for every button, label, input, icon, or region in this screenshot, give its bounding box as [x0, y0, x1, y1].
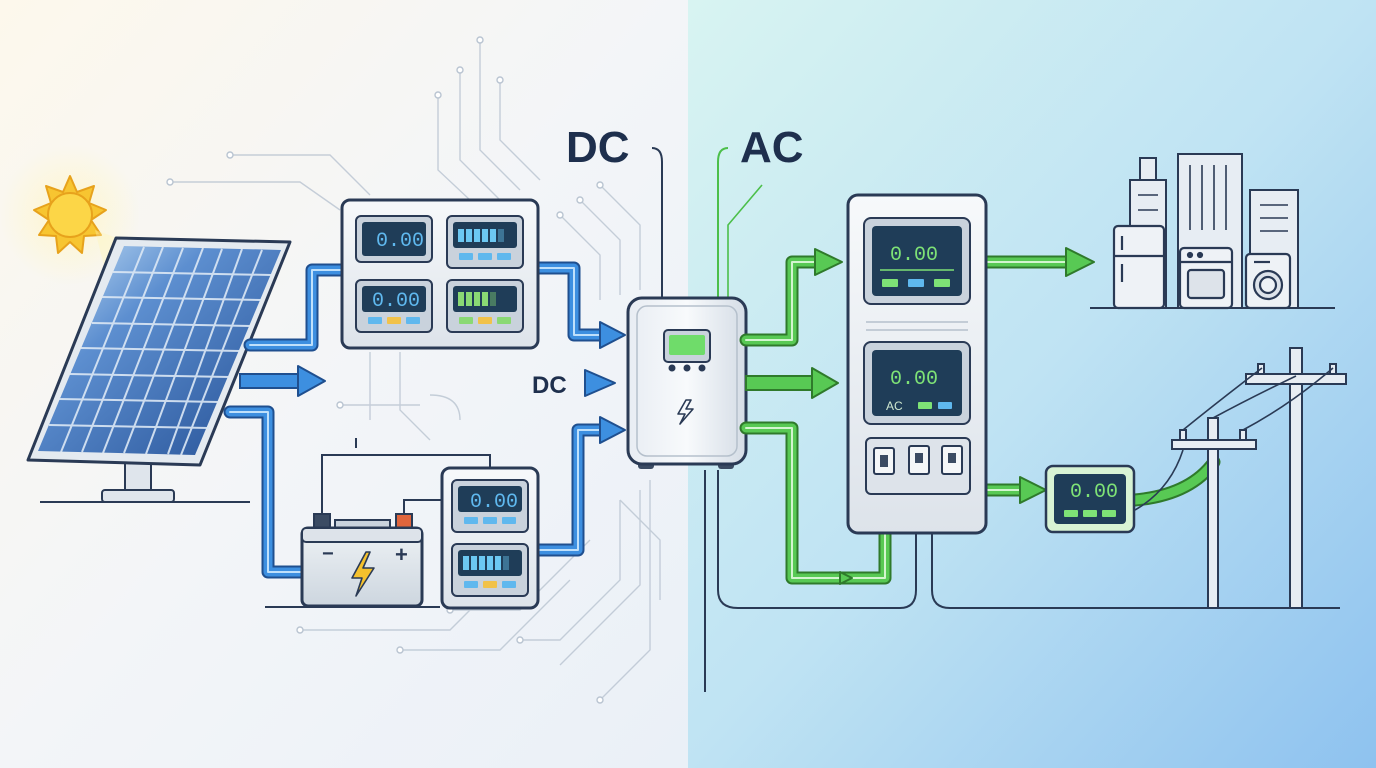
battery-monitor-display: 0.00 [470, 491, 518, 514]
ac-header-label: AC [740, 123, 804, 172]
inverter-bottom-wires [704, 470, 1340, 692]
battery-wiring [321, 438, 491, 518]
circuit-nodes [166, 36, 604, 704]
grid-meter-display: 0.00 [1070, 481, 1118, 504]
ac-header-trace [727, 184, 763, 300]
dc-combiner-box: 0.00 0.00 [340, 198, 540, 350]
dc-input-label: DC [532, 372, 567, 399]
ac-panel-display-mid: 0.00 [890, 368, 938, 391]
dc-flow-pipes [223, 261, 612, 579]
ac-panel-display-tag: AC [886, 399, 903, 413]
utility-pole-icon [1171, 347, 1347, 609]
dc-header-label: DC [566, 123, 630, 172]
dc-combiner-display-2: 0.00 [372, 290, 420, 313]
ac-panel-display-top: 0.00 [890, 244, 938, 267]
dc-combiner-level-bars-2 [458, 292, 496, 306]
ac-header-leader [717, 147, 729, 300]
dc-arrowheads [584, 321, 626, 444]
grid-meter: 0.00 [1044, 464, 1136, 534]
power-lines [1134, 367, 1334, 511]
svg-text:+: + [395, 542, 408, 567]
dc-combiner-level-bars-1 [458, 229, 504, 242]
dc-direct-arrow [239, 365, 326, 397]
dc-header-leader [651, 147, 663, 300]
solar-panel-icon [26, 236, 292, 503]
battery-monitor-box: 0.00 [440, 466, 540, 610]
ac-distribution-panel: 0.00 0.00 AC [846, 193, 988, 535]
home-appliances-icon [1112, 224, 1292, 310]
lightning-bolt-icon [351, 551, 375, 597]
circuit-traces [170, 40, 661, 701]
svg-text:−: − [322, 543, 334, 565]
battery-level-bars [463, 556, 509, 570]
dc-combiner-display-1: 0.00 [376, 230, 424, 253]
ac-arrowheads [811, 247, 1095, 585]
inverter-icon [626, 296, 748, 469]
building-windows [1138, 165, 1288, 232]
ac-direct-arrow [745, 375, 815, 391]
